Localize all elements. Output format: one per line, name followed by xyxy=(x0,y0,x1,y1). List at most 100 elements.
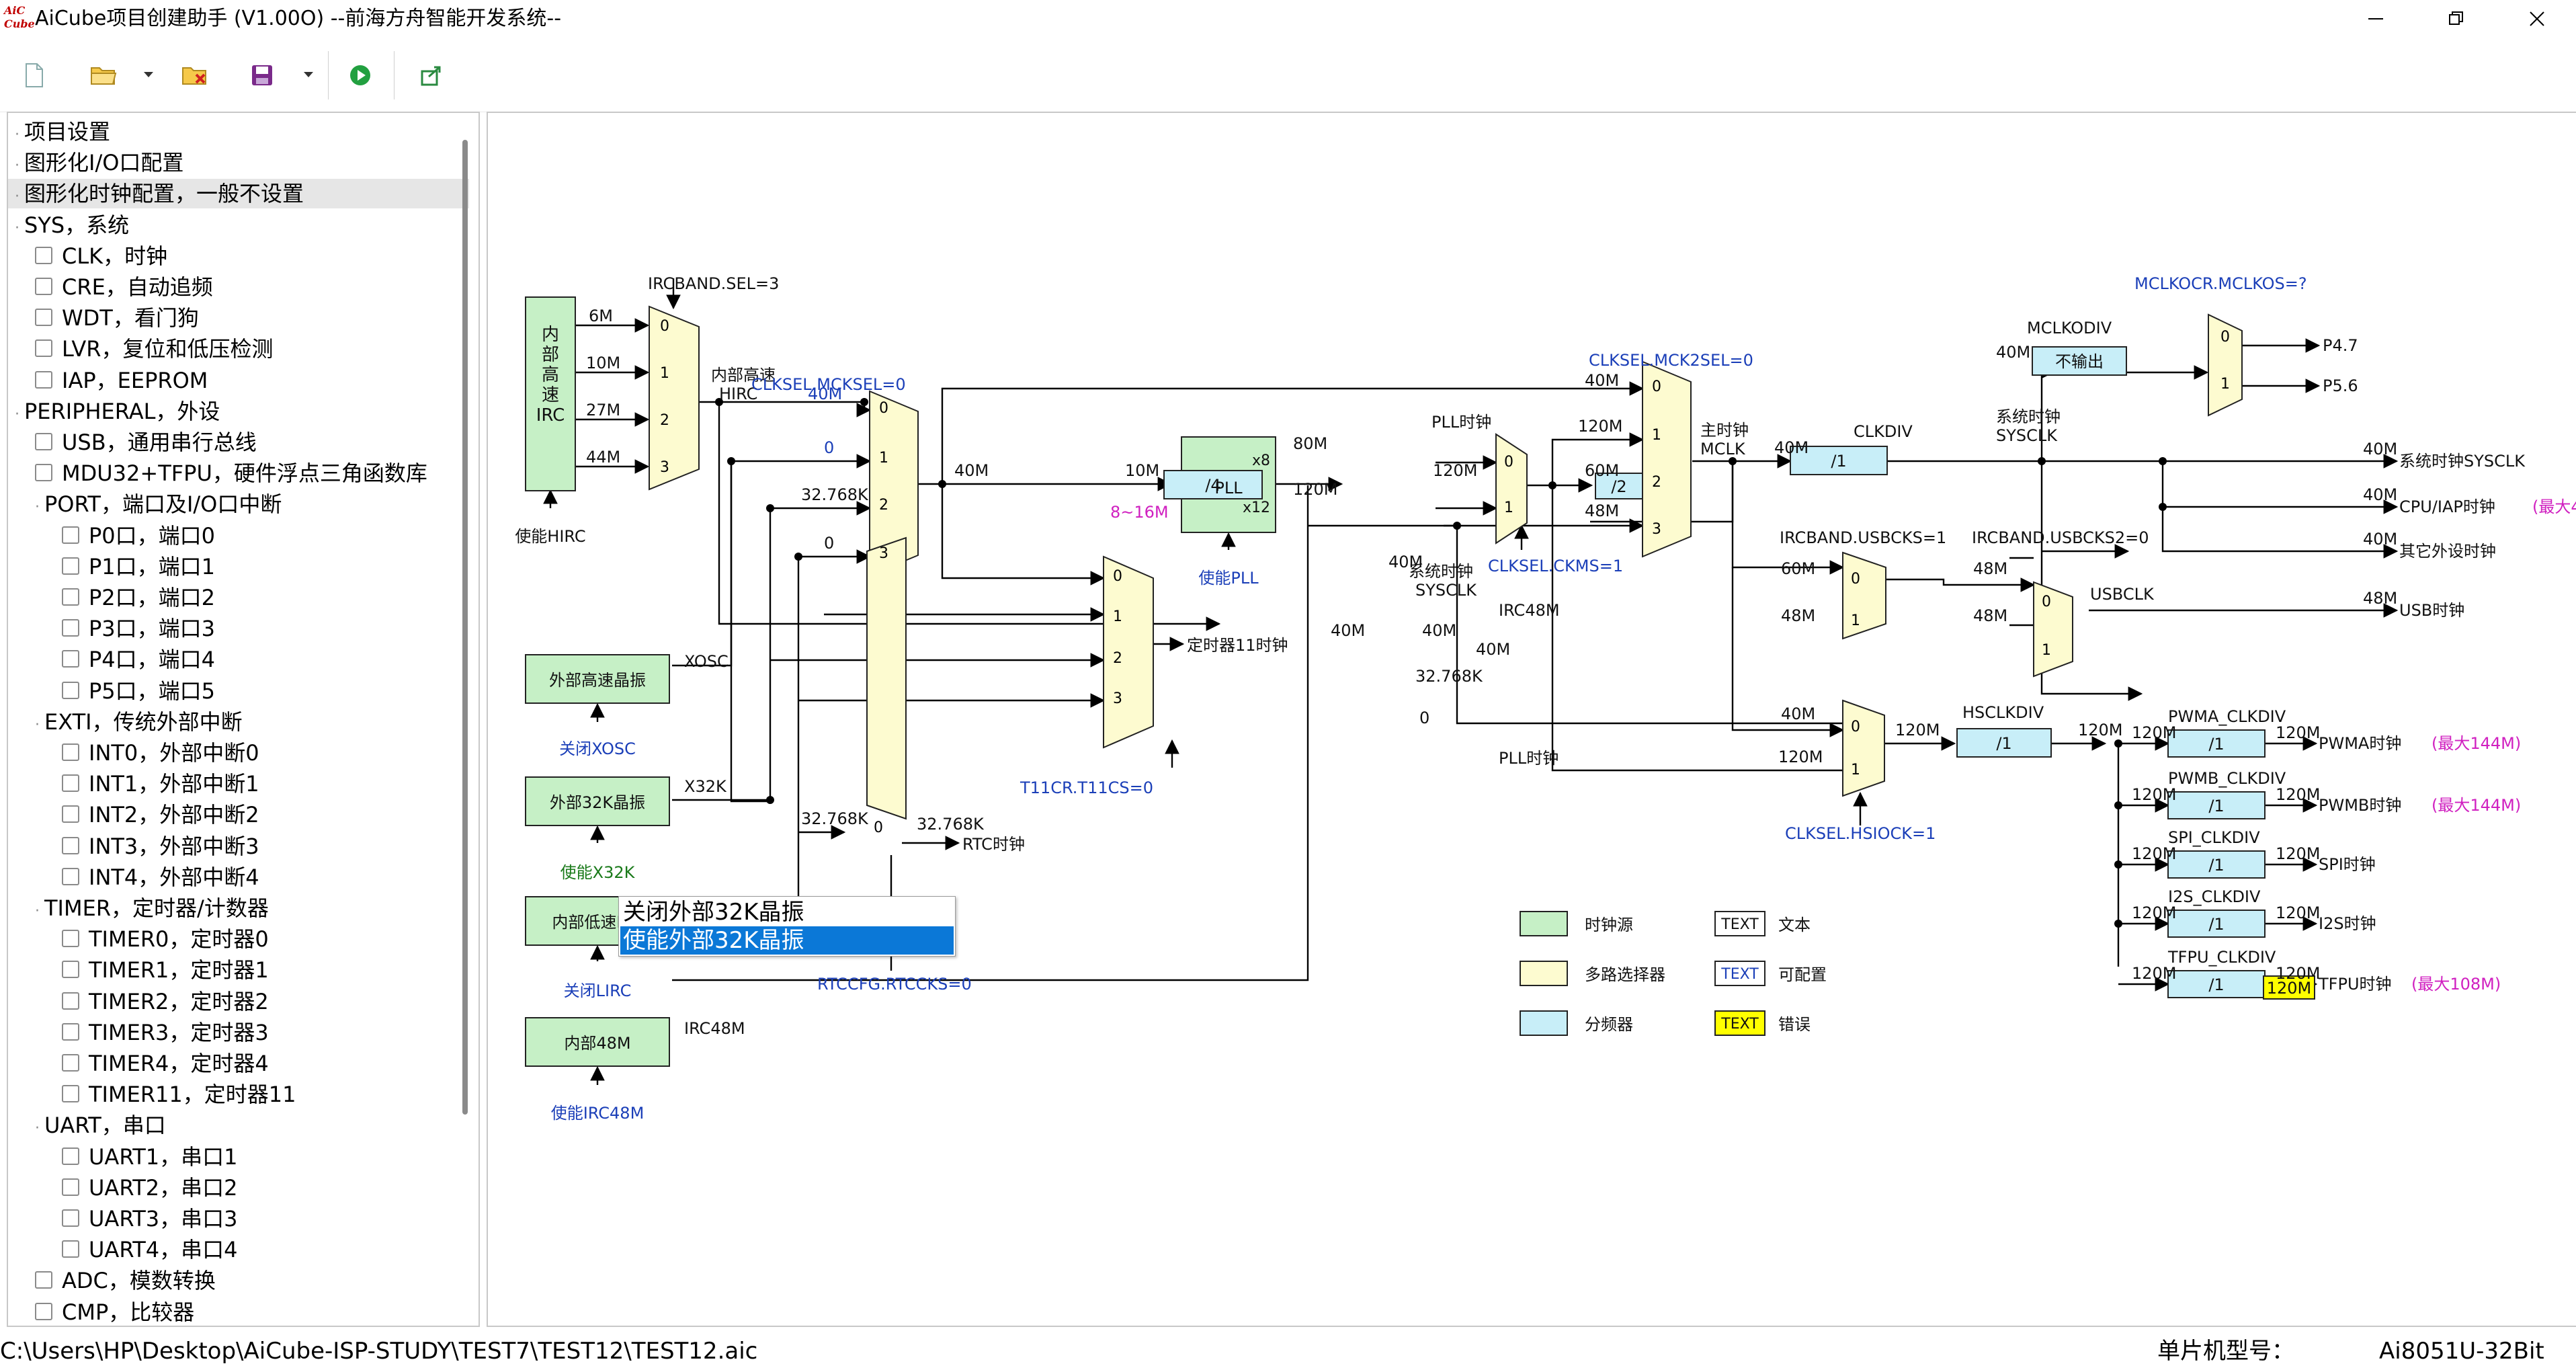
tree-item[interactable]: UART3，串口3 xyxy=(8,1204,479,1234)
tree-item[interactable]: UART1，串口1 xyxy=(8,1142,479,1172)
tree-item-checkbox[interactable] xyxy=(62,650,79,668)
hirc-band-mux[interactable] xyxy=(649,305,700,491)
tree-item[interactable]: P5口，端口5 xyxy=(8,676,479,706)
tree-node-dot-icon[interactable]: · xyxy=(35,903,40,920)
disable-xosc-control[interactable]: 关闭XOSC xyxy=(559,739,636,758)
t11cs-config[interactable]: T11CR.T11CS=0 xyxy=(1020,778,1153,797)
div2-block[interactable] xyxy=(1595,473,1643,499)
menu-item-disable-x32k[interactable]: 关闭外部32K晶振 xyxy=(623,899,804,926)
ckms-mux[interactable] xyxy=(1495,433,1528,545)
tree-item[interactable]: INT3，外部中断3 xyxy=(8,832,479,861)
close-project-button[interactable] xyxy=(176,56,214,94)
tree-item-checkbox[interactable] xyxy=(62,867,79,885)
tree-node-dot-icon[interactable]: · xyxy=(15,157,19,175)
tree-item[interactable]: ·EXTI，传统外部中断 xyxy=(8,707,479,737)
tree-item[interactable]: TIMER11，定时器11 xyxy=(8,1080,479,1109)
tree-item-checkbox[interactable] xyxy=(62,619,79,637)
open-project-button[interactable] xyxy=(85,56,122,94)
usbcks2-mux[interactable] xyxy=(2033,581,2073,678)
source-xosc[interactable] xyxy=(525,654,670,704)
enable-hirc-control[interactable]: 使能HIRC xyxy=(515,527,585,546)
tree-item-checkbox[interactable] xyxy=(35,370,52,389)
tree-item-checkbox[interactable] xyxy=(35,246,52,264)
source-irc48m[interactable] xyxy=(525,1017,670,1067)
tree-item[interactable]: P0口，端口0 xyxy=(8,521,479,551)
enable-x32k-control[interactable]: 使能X32K xyxy=(560,863,636,882)
tree-item[interactable]: ·PERIPHERAL，外设 xyxy=(8,397,469,426)
tree-node-dot-icon[interactable]: · xyxy=(15,188,19,206)
tree-item[interactable]: TIMER3，定时器3 xyxy=(8,1018,479,1047)
hsclkdiv-block[interactable] xyxy=(1956,728,2052,758)
tree-item-checkbox[interactable] xyxy=(35,464,52,482)
tree-item[interactable]: CLK，时钟 xyxy=(8,241,479,271)
spi-clkdiv-block[interactable] xyxy=(2167,850,2266,879)
tree-item[interactable]: IAP，EEPROM xyxy=(8,366,479,395)
clkdiv-block[interactable] xyxy=(1790,446,1888,475)
tree-item[interactable]: ·图形化时钟配置，一般不设置 xyxy=(8,179,469,209)
tree-item[interactable]: CMP，比较器 xyxy=(8,1297,479,1326)
tree-item-checkbox[interactable] xyxy=(62,774,79,793)
tree-item[interactable]: TIMER4，定时器4 xyxy=(8,1049,479,1078)
tree-item-checkbox[interactable] xyxy=(35,433,52,450)
tree-node-dot-icon[interactable]: · xyxy=(15,126,19,143)
mclkocr-config[interactable]: MCLKOCR.MCLKOS=? xyxy=(2134,274,2307,293)
tree-item[interactable]: UART2，串口2 xyxy=(8,1173,479,1203)
mclkodiv-block[interactable] xyxy=(2032,346,2127,376)
tree-item[interactable]: MDU32+TFPU，硬件浮点三角函数库 xyxy=(8,458,479,488)
open-dropdown-arrow[interactable] xyxy=(138,65,159,85)
tree-item[interactable]: ·PORT，端口及I/O口中断 xyxy=(8,489,479,519)
tree-item-checkbox[interactable] xyxy=(62,930,79,948)
rtccks-mux[interactable] xyxy=(866,536,907,820)
i2s-clkdiv-block[interactable] xyxy=(2167,910,2266,938)
tree-item[interactable]: P4口，端口4 xyxy=(8,645,479,674)
tree-item-checkbox[interactable] xyxy=(62,588,79,606)
tree-item-checkbox[interactable] xyxy=(35,339,52,358)
tree-item[interactable]: LVR，复位和低压检测 xyxy=(8,334,479,364)
mck2sel-mux[interactable] xyxy=(1642,360,1692,558)
tree-item-checkbox[interactable] xyxy=(62,961,79,979)
maximize-button[interactable] xyxy=(2416,0,2497,38)
usbcks-mux[interactable] xyxy=(1842,551,1886,640)
menu-item-enable-x32k[interactable]: 使能外部32K晶振 xyxy=(620,926,954,955)
tree-item-checkbox[interactable] xyxy=(62,743,79,761)
tree-item[interactable]: ·图形化I/O口配置 xyxy=(8,148,469,177)
tree-item-checkbox[interactable] xyxy=(35,1271,52,1289)
tree-item-checkbox[interactable] xyxy=(35,1302,52,1320)
tree-node-dot-icon[interactable]: · xyxy=(15,405,19,423)
enable-irc48m-control[interactable]: 使能IRC48M xyxy=(551,1104,645,1123)
mcksel-mux[interactable] xyxy=(869,390,919,577)
save-dropdown-arrow[interactable] xyxy=(298,65,319,85)
tree-item-checkbox[interactable] xyxy=(62,681,79,699)
export-button[interactable] xyxy=(413,56,450,94)
tree-item-checkbox[interactable] xyxy=(35,309,52,327)
new-project-button[interactable] xyxy=(15,56,52,94)
mck2sel-config[interactable]: CLKSEL.MCK2SEL=0 xyxy=(1589,351,1753,370)
tree-item-checkbox[interactable] xyxy=(62,1240,79,1258)
disable-lirc-control[interactable]: 关闭LIRC xyxy=(564,981,632,1000)
tree-item-checkbox[interactable] xyxy=(62,1147,79,1165)
tree-item[interactable]: INT2，外部中断2 xyxy=(8,800,479,830)
mcksel-config[interactable]: CLKSEL.MCKSEL=0 xyxy=(751,375,906,394)
tree-item[interactable]: TIMER2，定时器2 xyxy=(8,987,479,1016)
hsiock-config[interactable]: CLKSEL.HSIOCK=1 xyxy=(1785,824,1936,843)
run-button[interactable] xyxy=(341,56,379,94)
tree-item-checkbox[interactable] xyxy=(62,1085,79,1103)
ckms-config[interactable]: CLKSEL.CKMS=1 xyxy=(1488,557,1623,575)
tree-item-checkbox[interactable] xyxy=(62,1178,79,1196)
close-window-button[interactable] xyxy=(2497,0,2576,38)
tree-item[interactable]: INT1，外部中断1 xyxy=(8,769,479,799)
tree-item[interactable]: ·UART，串口 xyxy=(8,1111,479,1140)
tree-item-checkbox[interactable] xyxy=(62,1022,79,1041)
tfpu-clkdiv-block[interactable] xyxy=(2167,970,2266,998)
tree-node-dot-icon[interactable]: · xyxy=(35,499,40,516)
tree-item[interactable]: ·SYS，系统 xyxy=(8,210,469,240)
tree-item[interactable]: UART4，串口4 xyxy=(8,1235,479,1264)
tree-item-checkbox[interactable] xyxy=(62,836,79,854)
tree-item[interactable]: TIMER1，定时器1 xyxy=(8,955,479,985)
tree-item[interactable]: CRE，自动追频 xyxy=(8,272,479,302)
tree-item-checkbox[interactable] xyxy=(62,805,79,823)
rtccks-config[interactable]: RTCCFG.RTCCKS=0 xyxy=(817,975,972,994)
tree-item-checkbox[interactable] xyxy=(62,526,79,544)
timer11-mux[interactable] xyxy=(1103,555,1154,749)
